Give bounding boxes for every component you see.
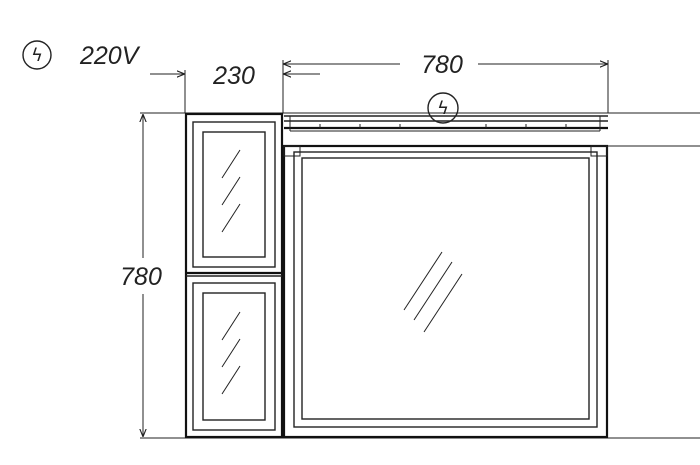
lamp-power-symbol-icon: ϟ — [427, 92, 459, 124]
cabinet-width-dimension-label: 230 — [212, 62, 255, 90]
dimension-cabinet-width: 230 — [150, 60, 320, 113]
mirror-light-fixture — [284, 115, 608, 132]
mirror-glass-hatch — [403, 251, 463, 333]
power-voltage-label: 220V — [79, 42, 141, 70]
svg-text:ϟ: ϟ — [31, 45, 43, 66]
power-symbol-icon: ϟ — [22, 40, 52, 70]
upper-door-glass-hatch — [221, 149, 241, 233]
cabinet-lower-door — [192, 282, 276, 431]
lower-door-glass-hatch — [221, 311, 241, 395]
svg-text:ϟ: ϟ — [437, 98, 449, 119]
dimension-height: 780 — [115, 115, 167, 436]
height-dimension-label: 780 — [120, 263, 162, 291]
side-cabinet — [184, 112, 284, 439]
mirror-panel — [282, 115, 609, 439]
dimension-mirror-width: 780 — [284, 51, 609, 113]
cabinet-upper-door — [192, 121, 276, 268]
mirror-width-dimension-label: 780 — [421, 51, 463, 79]
